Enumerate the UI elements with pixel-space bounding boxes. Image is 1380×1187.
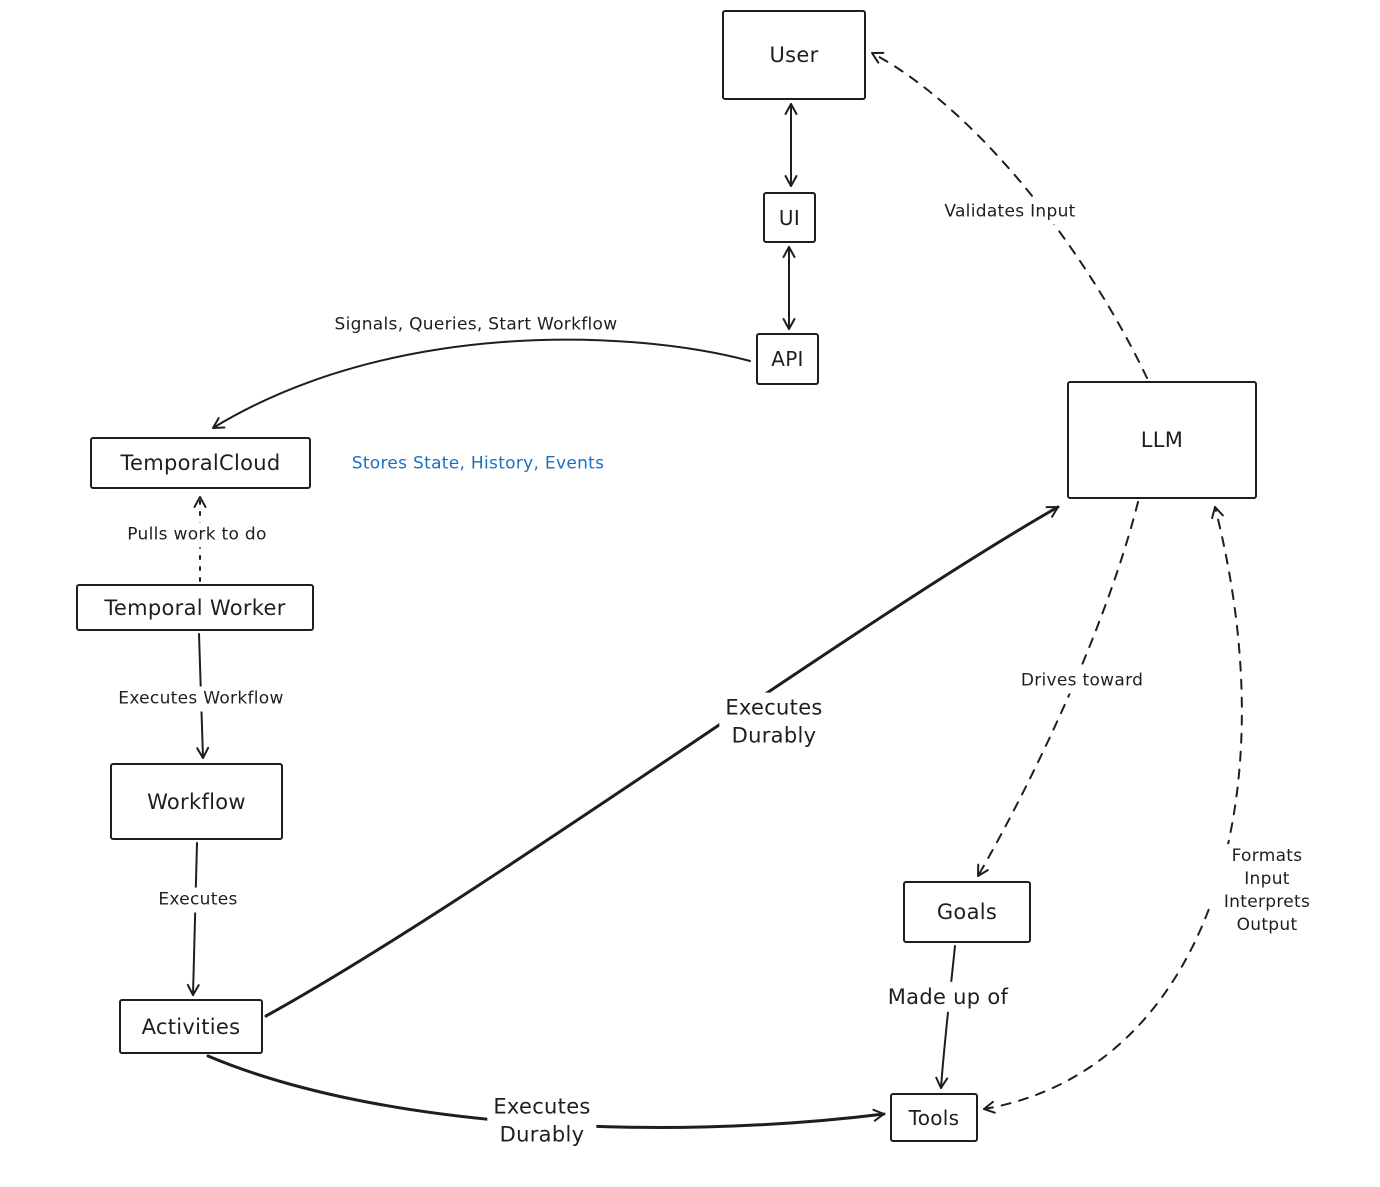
edge-label-drives-toward: Drives toward	[1014, 668, 1150, 694]
edge-label-pulls-work-to-do: Pulls work to do	[121, 522, 273, 548]
edge-label-made-up-of: Made up of	[881, 981, 1015, 1013]
edge-label-formats-input-interprets-output: Formats Input Interprets Output	[1210, 844, 1324, 938]
edge-llm-user	[871, 51, 1148, 379]
node-llm: LLM	[1067, 381, 1257, 499]
node-tools-label: Tools	[908, 1105, 960, 1130]
node-tools: Tools	[890, 1093, 978, 1142]
edge-workflow-activities	[186, 842, 200, 996]
edge-label-executes: Executes	[152, 887, 244, 913]
node-user-label: User	[769, 43, 819, 67]
edge-label-executes-workflow: Executes Workflow	[112, 686, 290, 712]
edge-api-temporalcloud	[212, 338, 751, 429]
edge-activities-llm	[264, 505, 1060, 1018]
node-api-label: API	[771, 347, 804, 371]
edge-label-validates-input: Validates Input	[938, 199, 1082, 225]
edge-label-stores-state-history-events: Stores State, History, Events	[345, 451, 611, 477]
node-ui-label: UI	[778, 205, 801, 230]
node-api: API	[756, 333, 819, 385]
edge-label-executes-durably-tools: Executes Durably	[487, 1091, 597, 1151]
edge-label-signals-queries-start-workflow: Signals, Queries, Start Workflow	[328, 312, 624, 338]
edge-tools-llm	[983, 506, 1243, 1114]
node-ui: UI	[763, 192, 816, 243]
node-llm-label: LLM	[1140, 428, 1184, 452]
node-user: User	[722, 10, 866, 100]
node-temporal-worker-label: Temporal Worker	[104, 595, 286, 620]
edge-label-executes-durably-llm: Executes Durably	[719, 692, 829, 752]
node-activities: Activities	[119, 999, 263, 1054]
node-temporal-cloud-label: TemporalCloud	[120, 451, 281, 475]
node-activities-label: Activities	[141, 1014, 241, 1039]
edge-goals-tools	[935, 945, 956, 1089]
node-workflow: Workflow	[110, 763, 283, 840]
node-goals-label: Goals	[936, 900, 998, 924]
node-temporal-worker: Temporal Worker	[76, 584, 314, 631]
node-workflow-label: Workflow	[147, 789, 246, 814]
node-goals: Goals	[903, 881, 1031, 943]
node-temporal-cloud: TemporalCloud	[90, 437, 311, 489]
